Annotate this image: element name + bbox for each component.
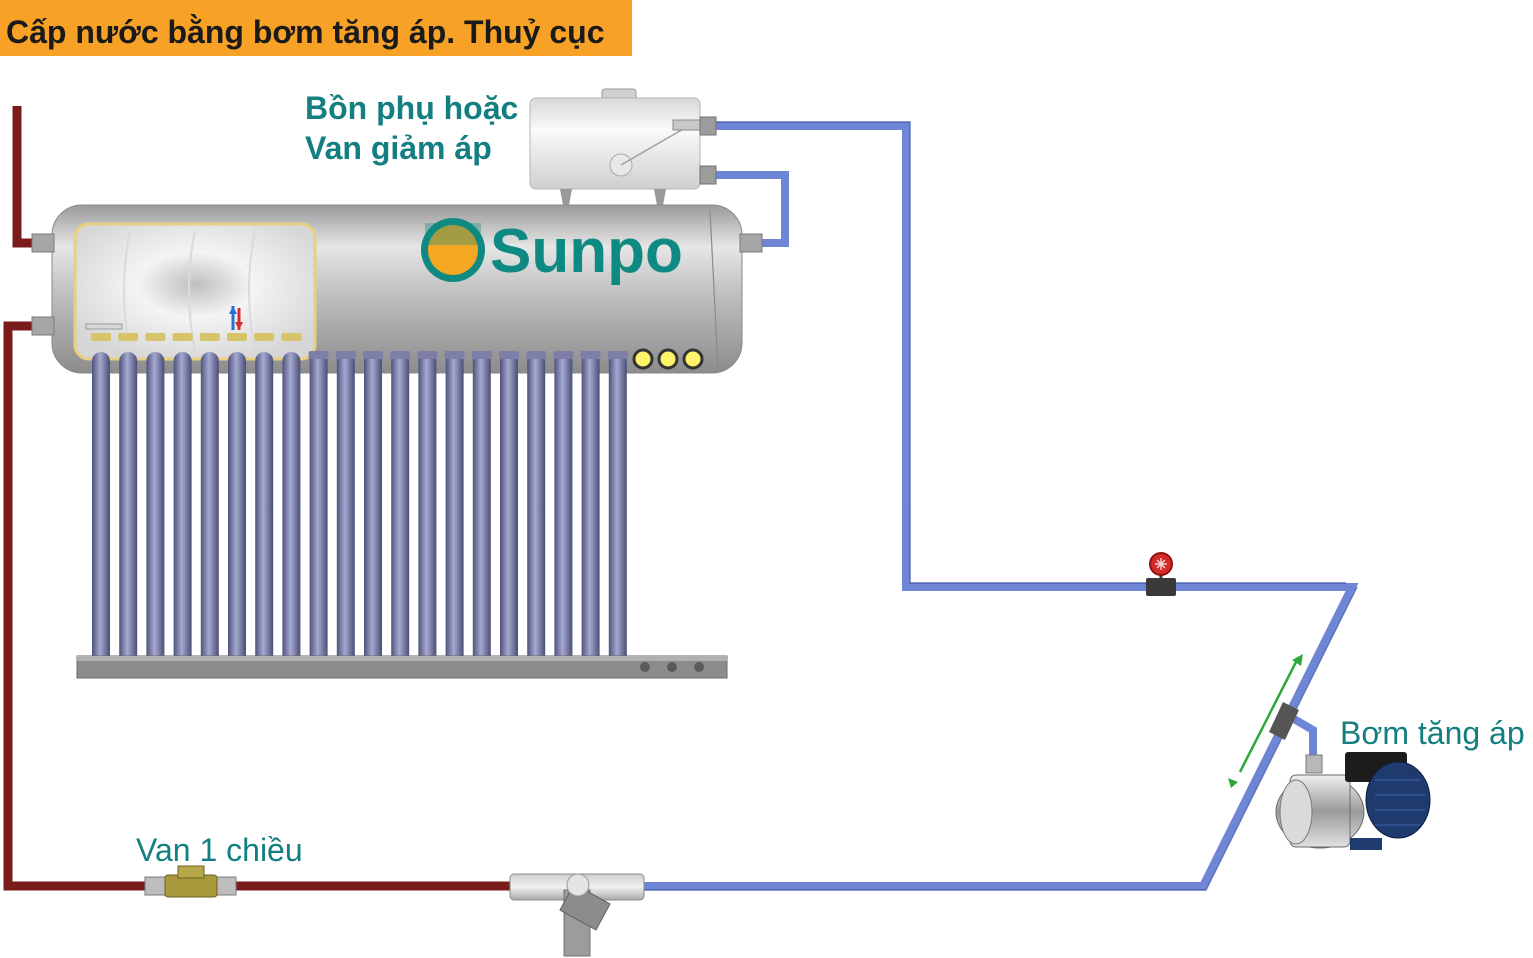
vacuum-tube [391,352,410,670]
vacuum-tube [500,352,518,670]
brand-name: Sunpo [490,217,683,286]
vacuum-tube [445,352,464,670]
tee-fitting [509,873,645,957]
tube-cap [91,333,111,341]
flow-direction-arrows [1228,654,1303,788]
vacuum-tube [527,352,546,670]
booster-pump-label: Bơm tăng áp [1340,715,1525,751]
tube-cap [145,333,166,341]
tube-cap [199,333,220,341]
vacuum-tube [282,352,301,670]
tube-cap [308,351,329,359]
vacuum-tubes [91,333,628,670]
booster-pump-icon [1275,752,1431,850]
hot-water-pipe-main [3,321,515,891]
tube-cap [526,351,547,359]
vacuum-tube [146,352,165,670]
vacuum-tube [92,352,110,670]
aux-tank-label-line1: Bồn phụ hoặc [305,90,519,126]
tube-cap [281,333,302,341]
vacuum-tube [228,352,246,670]
hot-water-pipe-top [12,106,40,248]
title-banner: Cấp nước bằng bơm tăng áp. Thuỷ cục [0,0,632,56]
page-title: Cấp nước bằng bơm tăng áp. Thuỷ cục [6,14,605,50]
gate-valve-icon [1146,552,1176,596]
tube-cap [444,351,465,359]
support-rail [76,655,728,679]
pressure-dial-icons [632,348,704,370]
check-valve-icon [144,865,237,898]
vacuum-tube [173,352,192,670]
tube-cap [580,351,601,359]
tube-cap [471,351,492,359]
tube-cap [254,333,275,341]
tube-cap [499,351,519,359]
check-valve-label: Van 1 chiều [136,832,303,868]
cold-water-pipe-network [640,122,1359,890]
solar-tank [31,204,763,374]
vacuum-tube [608,352,627,670]
vacuum-tube [418,352,437,670]
tube-cap [118,333,139,341]
aux-tank-label-line2: Van giảm áp [305,130,492,166]
aux-tank [529,88,716,222]
vacuum-tube [119,352,138,670]
tube-cap [172,333,193,341]
tube-cap [363,351,383,359]
vacuum-tube [309,352,328,670]
vacuum-tube [581,352,600,670]
sunpo-logo-icon [421,218,485,282]
vacuum-tube [336,352,355,670]
tube-cap [390,351,411,359]
tube-cap [227,333,247,341]
hot-cold-icon [229,306,243,330]
vacuum-tube [472,352,491,670]
pump-tee [1269,702,1299,740]
tube-cap [553,351,574,359]
tube-cap [335,351,356,359]
pipe-connectors [699,116,717,185]
tube-cap [607,351,628,359]
vacuum-tube [554,352,573,670]
vacuum-tube [255,352,274,670]
tube-cap [417,351,438,359]
vacuum-tube [364,352,382,670]
vacuum-tube [200,352,219,670]
